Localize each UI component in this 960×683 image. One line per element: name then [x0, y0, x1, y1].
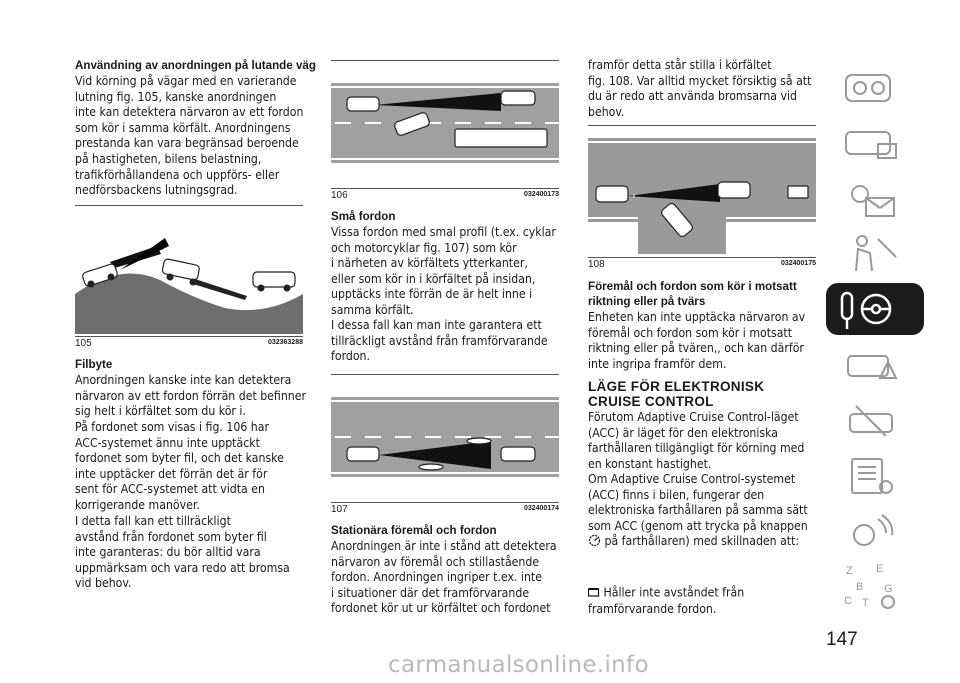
- paragraph-cruise-2b-text: på farthållaren) med skillnaden att:: [601, 534, 800, 548]
- paragraph-small-vehicles-2: I dessa fall kan man inte garantera ett …: [331, 318, 548, 364]
- paragraph-lane-change-1: Anordningen kanske inte kan detektera nä…: [75, 373, 306, 419]
- warning-car-icon: [847, 355, 898, 379]
- light-weather-icon: [851, 185, 895, 217]
- bullet-box-icon: [587, 571, 600, 602]
- wrench-car-icon: [849, 405, 893, 437]
- paragraph-stationary: Anordningen är inte i stånd att detekter…: [331, 539, 557, 616]
- cruise-speedometer-icon: [588, 534, 601, 552]
- heading-stationary: Stationära föremål och fordon: [331, 524, 497, 537]
- watermark: carmanualsonline.info: [388, 652, 649, 678]
- bullet-item: Håller inte avståndet från framförvarand…: [587, 555, 824, 617]
- figure-code: 032363288: [267, 339, 303, 346]
- paragraph-cruise-1: Förutom Adaptive Cruise Control-läget (A…: [588, 410, 805, 471]
- multimedia-icon: [853, 514, 894, 546]
- tab-dashboard[interactable]: [826, 61, 924, 113]
- figure-code: 032400174: [523, 505, 559, 512]
- paragraph-small-vehicles-1: Vissa fordon med smal profil (t.ex. cykl…: [331, 225, 556, 317]
- figure-divider: [75, 205, 303, 206]
- tab-lights[interactable]: [826, 172, 924, 224]
- paragraph-opposite-direction: Enheten kan inte upptäcka närvaron av fö…: [588, 310, 806, 371]
- car-dashboard-icon: [845, 74, 891, 102]
- tab-car-info[interactable]: [826, 116, 924, 168]
- paragraph-cruise-2: Om Adaptive Cruise Control-systemet (ACC…: [588, 472, 808, 533]
- index-letter: G: [884, 583, 893, 595]
- index-letter: Z: [846, 565, 853, 577]
- heading-small-vehicles: Små fordon: [331, 210, 396, 223]
- seatbelt-airbag-icon: [855, 235, 897, 272]
- tab-safety[interactable]: [826, 227, 924, 279]
- tab-starting-driving[interactable]: [826, 283, 924, 335]
- figure-number: 105: [75, 338, 92, 349]
- bullet-text: Håller inte avståndet från framförvarand…: [588, 585, 745, 616]
- paragraph-lane-change-3: I detta fall kan ett tillräckligt avstån…: [75, 514, 290, 591]
- section-title-cruise-control: LÄGE FÖR ELEKTRONISK CRUISE CONTROL: [588, 379, 765, 409]
- index-letter: B: [856, 581, 863, 593]
- heading-lane-change: Filbyte: [75, 358, 113, 371]
- tab-maintenance[interactable]: [826, 394, 924, 446]
- figure-105: [75, 224, 303, 334]
- car-info-icon: [845, 131, 897, 159]
- figure-code: 032400175: [780, 260, 816, 267]
- figure-number: 106: [331, 190, 348, 201]
- paragraph-cruise-2b: på farthållaren) med skillnaden att:: [588, 534, 824, 552]
- technical-data-icon: [851, 458, 893, 494]
- paragraph-stationary-cont: framför detta står stilla i körfältet fi…: [588, 58, 812, 119]
- index-letter: C: [844, 595, 852, 607]
- figure-107-caption: 107 032400174: [331, 502, 559, 515]
- figure-108: [588, 125, 816, 254]
- steering-key-icon: [840, 291, 892, 329]
- tab-multimedia[interactable]: [826, 505, 924, 557]
- heading-slope: Användning av anordningen på lutande väg: [75, 59, 316, 72]
- figure-number: 107: [331, 504, 348, 515]
- index-letter: T: [862, 597, 869, 609]
- figure-number: 108: [588, 259, 605, 270]
- page-number: 147: [826, 629, 858, 650]
- figure-108-caption: 108 032400175: [588, 257, 816, 270]
- figure-106: [331, 60, 559, 185]
- figure-105-caption: 105 032363288: [75, 336, 303, 349]
- paragraph-lane-change-2: På fordonet som visas i fig. 106 har ACC…: [75, 420, 284, 512]
- figure-code: 032400173: [523, 191, 559, 198]
- paragraph-slope: Vid körning på vägar med en varierande l…: [75, 74, 304, 198]
- heading-opposite-direction: Föremål och fordon som kör i motsatt rik…: [588, 280, 797, 308]
- tab-technical-data[interactable]: [826, 449, 924, 501]
- figure-106-caption: 106 032400173: [331, 188, 559, 201]
- figure-107: [331, 374, 559, 499]
- index-letter: E: [876, 563, 883, 575]
- tab-emergency[interactable]: [826, 338, 924, 390]
